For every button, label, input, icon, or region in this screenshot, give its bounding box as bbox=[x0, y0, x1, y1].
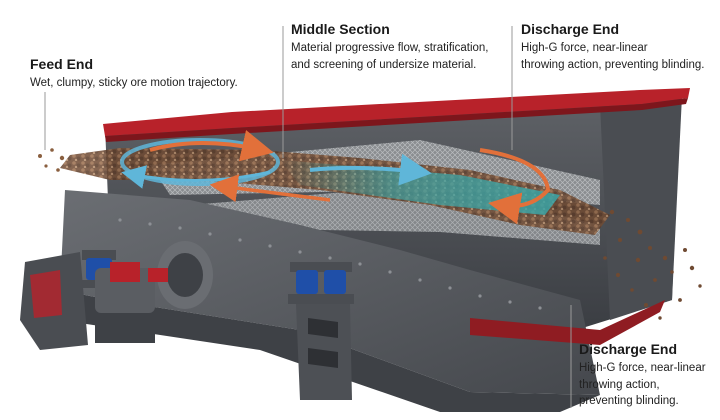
discharge-end-top-callout: Discharge End High-G force, near-linear … bbox=[521, 21, 704, 74]
callout-description: High-G force, near-linear throwing actio… bbox=[521, 40, 704, 74]
spring-support-middle bbox=[288, 262, 354, 304]
callout-description-line: throwing action, bbox=[579, 378, 660, 391]
callout-description-line: preventing blinding. bbox=[579, 395, 679, 407]
callout-title: Discharge End bbox=[521, 21, 620, 37]
callout-description-line: and screening of undersize material. bbox=[291, 59, 477, 71]
callout-title: Feed End bbox=[30, 56, 94, 72]
lower-screen-deck bbox=[190, 185, 600, 245]
motor-icon bbox=[20, 241, 213, 350]
rear-panel-right bbox=[600, 96, 682, 320]
callout-title: Middle Section bbox=[291, 21, 390, 37]
curved-arrow-icon bbox=[479, 148, 551, 225]
pedestal-slot bbox=[308, 318, 338, 338]
circular-arrow-icon bbox=[120, 129, 280, 189]
callout-description-line: High-G force, near-linear bbox=[579, 362, 706, 374]
middle-section-callout: Middle Section Material progressive flow… bbox=[291, 21, 489, 74]
discharged-particles bbox=[603, 209, 702, 320]
callout-description: High-G force, near-linear throwing actio… bbox=[579, 360, 706, 410]
ore-material-bed bbox=[60, 148, 610, 235]
feed-particles bbox=[38, 148, 65, 172]
callout-description-line: Material progressive flow, stratificatio… bbox=[291, 42, 489, 54]
callout-description-line: Wet, clumpy, sticky ore motion trajector… bbox=[30, 77, 238, 89]
discharge-floor bbox=[470, 300, 665, 345]
pedestal-slot bbox=[308, 348, 338, 368]
callout-description: Material progressive flow, stratificatio… bbox=[291, 40, 489, 74]
feed-end-callout: Feed End Wet, clumpy, sticky ore motion … bbox=[30, 56, 238, 92]
middle-flow-arrow bbox=[309, 153, 432, 186]
rivet-row bbox=[118, 218, 542, 310]
callout-title: Discharge End bbox=[579, 341, 678, 357]
discharge-end-bottom-callout: Discharge End High-G force, near-linear … bbox=[579, 341, 706, 410]
red-top-rail bbox=[103, 88, 690, 136]
callout-description-line: High-G force, near-linear bbox=[521, 42, 648, 54]
leader-lines bbox=[44, 26, 572, 408]
callout-description: Wet, clumpy, sticky ore motion trajector… bbox=[30, 75, 238, 92]
undersize-return-arrow bbox=[209, 174, 331, 203]
callout-description-line: throwing action, preventing blinding. bbox=[521, 59, 705, 71]
